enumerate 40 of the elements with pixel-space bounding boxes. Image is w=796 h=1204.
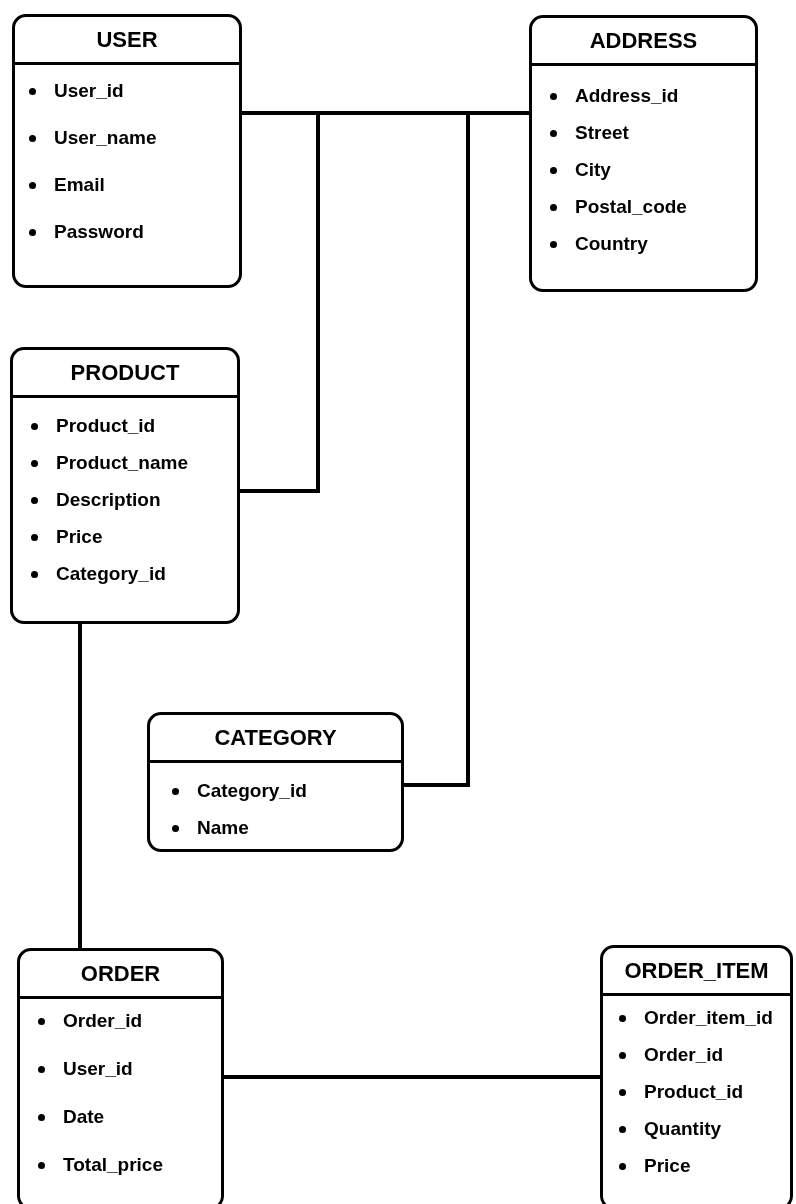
attribute-name: Product_id — [644, 1079, 744, 1104]
attribute-name: User_id — [54, 78, 124, 103]
entity-box — [529, 15, 758, 292]
attribute-name: Country — [575, 231, 648, 256]
attribute-name: Password — [54, 219, 144, 244]
attribute-name: Postal_code — [575, 194, 687, 219]
attribute-name: Address_id — [575, 83, 679, 108]
entity-box — [600, 945, 793, 1204]
entity-title: USER — [96, 26, 158, 54]
attribute-name: Order_item_id — [644, 1005, 773, 1030]
attribute-name: Quantity — [644, 1116, 722, 1141]
entity-box — [17, 948, 224, 1204]
attribute-name: City — [575, 157, 611, 182]
attribute-name: Name — [197, 815, 249, 840]
attribute-name: Product_name — [56, 450, 188, 475]
attribute-name: Price — [56, 524, 103, 549]
attribute-name: Email — [54, 172, 105, 197]
connector-line — [78, 624, 82, 948]
attribute-name: User_id — [63, 1056, 133, 1081]
attribute-name: Category_id — [197, 778, 307, 803]
entity-title: ORDER_ITEM — [624, 957, 769, 985]
attribute-name: Price — [644, 1153, 691, 1178]
connector-line — [240, 111, 320, 493]
entity-title: ADDRESS — [589, 27, 698, 55]
entity-title: ORDER — [80, 960, 161, 988]
entity-title: CATEGORY — [214, 724, 337, 752]
attribute-name: Street — [575, 120, 629, 145]
attribute-name: Total_price — [63, 1152, 163, 1177]
entity-box — [12, 14, 242, 288]
attribute-name: Order_id — [63, 1008, 143, 1033]
entity-title: PRODUCT — [70, 359, 180, 387]
entity-box — [10, 347, 240, 624]
entity-box — [147, 712, 404, 852]
attribute-name: User_name — [54, 125, 157, 150]
attribute-name: Order_id — [644, 1042, 724, 1067]
attribute-name: Product_id — [56, 413, 156, 438]
attribute-name: Date — [63, 1104, 105, 1129]
attribute-name: Category_id — [56, 561, 166, 586]
attribute-name: Description — [56, 487, 161, 512]
connector-line — [224, 1075, 600, 1079]
